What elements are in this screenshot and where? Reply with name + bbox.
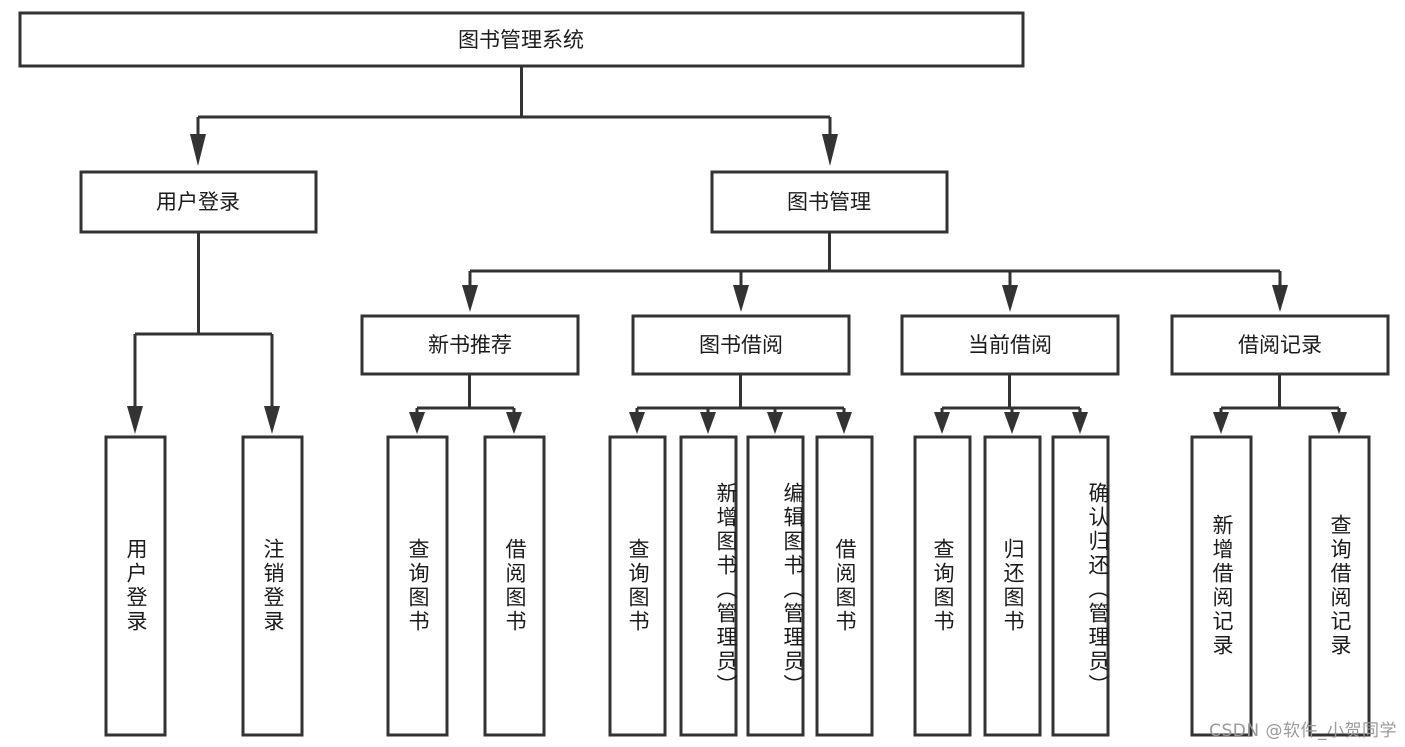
node-user-login[interactable]: 用户登录 (79, 170, 318, 234)
node-root-box[interactable] (18, 11, 1025, 68)
arrow-head-icon (190, 134, 206, 166)
connector-newbooks-to-leaves (409, 374, 522, 434)
leaf-box-return-book[interactable] (983, 435, 1042, 737)
arrow-head-icon (1331, 412, 1347, 434)
arrow-head-icon (1272, 285, 1288, 312)
leaf-box-query-book-current[interactable] (913, 435, 972, 737)
node-new-book-recommend[interactable]: 新书推荐 (360, 314, 580, 376)
arrow-head-icon (767, 412, 783, 434)
arrow-head-icon (934, 412, 950, 434)
arrow-head-icon (822, 134, 838, 166)
arrow-head-icon (1213, 412, 1229, 434)
node-box[interactable] (900, 314, 1120, 376)
leaf-boxes (104, 435, 1371, 737)
arrow-head-icon (264, 406, 280, 434)
node-current-borrow[interactable]: 当前借阅 (900, 314, 1120, 376)
leaf-box-query-book-borrow[interactable] (608, 435, 667, 737)
connector-root-to-level2 (190, 66, 838, 166)
leaf-box-user-login[interactable] (104, 435, 167, 737)
node-label: 图书借阅 (699, 333, 783, 357)
node-box[interactable] (710, 170, 949, 234)
node-label: 用户登录 (156, 190, 240, 214)
node-borrow-record[interactable]: 借阅记录 (1170, 314, 1390, 376)
arrow-head-icon (733, 285, 749, 312)
node-box[interactable] (360, 314, 580, 376)
arrow-head-icon (629, 412, 645, 434)
arrow-head-icon (836, 412, 852, 434)
leaf-box-logout[interactable] (241, 435, 304, 737)
connector-borrow-to-leaves (629, 374, 852, 434)
connector-books-to-level3 (462, 232, 1288, 312)
connector-records-to-leaves (1213, 374, 1347, 434)
leaf-box-add-borrow-record[interactable] (1190, 435, 1253, 737)
node-book-management[interactable]: 图书管理 (710, 170, 949, 234)
node-box[interactable] (79, 170, 318, 234)
arrow-head-icon (127, 406, 143, 434)
leaf-box-borrow-book[interactable] (815, 435, 874, 737)
node-box[interactable] (631, 314, 851, 376)
leaf-box-edit-book-admin[interactable] (746, 435, 805, 737)
node-label: 借阅记录 (1238, 333, 1322, 357)
node-box[interactable] (1170, 314, 1390, 376)
node-book-borrow[interactable]: 图书借阅 (631, 314, 851, 376)
node-root[interactable]: 图书管理系统 (18, 11, 1025, 68)
watermark-text: CSDN @软件_小贺同学 (1209, 721, 1397, 741)
node-label: 图书管理 (787, 190, 871, 214)
leaf-box-borrow-book-new[interactable] (483, 435, 546, 737)
arrow-head-icon (1004, 412, 1020, 434)
leaf-box-add-book-admin[interactable] (679, 435, 738, 737)
leaf-box-query-borrow-record[interactable] (1308, 435, 1371, 737)
leaf-box-confirm-return-admin[interactable] (1051, 435, 1110, 737)
arrow-head-icon (1072, 412, 1088, 434)
leaf-box-query-book-new[interactable] (386, 435, 449, 737)
node-label: 新书推荐 (428, 333, 512, 357)
arrow-head-icon (1002, 285, 1018, 312)
connector-current-to-leaves (934, 374, 1088, 434)
connector-login-to-leaves (127, 232, 280, 434)
arrow-head-icon (462, 285, 478, 312)
arrow-head-icon (506, 412, 522, 434)
node-root-label: 图书管理系统 (458, 28, 584, 52)
arrow-head-icon (409, 412, 425, 434)
node-label: 当前借阅 (968, 333, 1052, 357)
arrow-head-icon (700, 412, 716, 434)
